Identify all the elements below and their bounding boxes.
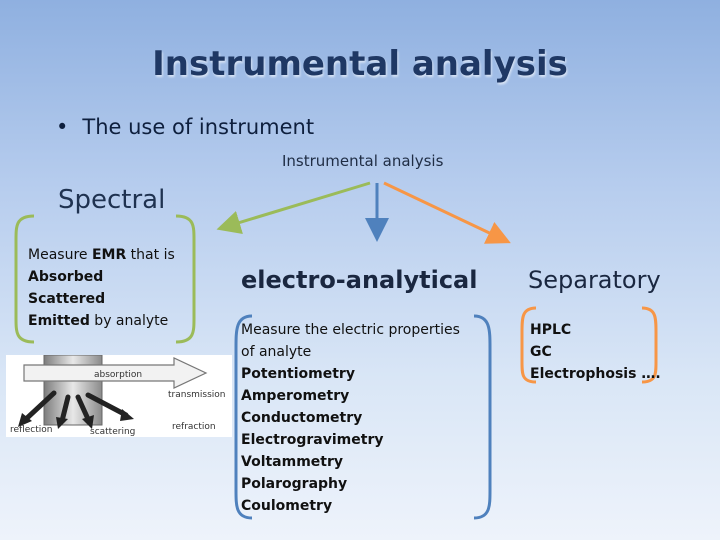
- spectral-line-bold: Scattered: [28, 291, 106, 307]
- reflection-label: reflection: [10, 425, 52, 435]
- transmission-label: transmission: [168, 390, 226, 400]
- separatory-method: GC: [530, 344, 552, 360]
- separatory-bracket-right: [641, 306, 658, 384]
- spectral-line-post: that is: [126, 247, 175, 263]
- root-node-label: Instrumental analysis: [282, 152, 444, 170]
- spectral-line: Absorbed: [28, 266, 175, 288]
- electro-analytical-list: Measure the electric properties of analyt…: [241, 319, 460, 517]
- electro-method: Electrogravimetry: [241, 432, 384, 448]
- electro-method: Polarography: [241, 476, 348, 492]
- spectral-line-bold: EMR: [91, 247, 127, 263]
- electro-method: Amperometry: [241, 388, 350, 404]
- refraction-label: refraction: [172, 422, 216, 432]
- electro-description-line: of analyte: [241, 344, 312, 360]
- light-interaction-illustration: absorption transmission reflection scatt…: [6, 354, 232, 437]
- spectral-bracket: [14, 214, 35, 344]
- electro-description-line: Measure the electric properties: [241, 322, 460, 338]
- spectral-line: Scattered: [28, 288, 175, 310]
- spectral-line: Measure EMR that is: [28, 244, 175, 266]
- absorption-label: absorption: [94, 370, 142, 380]
- electro-bracket-left: [234, 314, 253, 520]
- arrow-to-separatory: [383, 181, 511, 244]
- electro-bracket-right: [473, 314, 492, 520]
- spectral-line-pre: Measure: [28, 247, 92, 263]
- spectral-line-bold: Absorbed: [28, 269, 104, 285]
- spectral-line-bold: Emitted: [28, 313, 90, 329]
- electro-method: Coulometry: [241, 498, 333, 514]
- spectral-line: Emitted by analyte: [28, 310, 175, 332]
- electro-method: Potentiometry: [241, 366, 355, 382]
- spectral-line-post: by analyte: [89, 313, 169, 329]
- electro-method: Voltammetry: [241, 454, 344, 470]
- bullet-dot-icon: •: [56, 115, 69, 139]
- separatory-list: HPLC GC Electrophosis ….: [530, 319, 661, 385]
- spectral-title: Spectral: [58, 185, 166, 215]
- bullet-point: • The use of instrument: [56, 115, 314, 139]
- separatory-title: Separatory: [528, 266, 661, 294]
- electro-method: Conductometry: [241, 410, 363, 426]
- incident-beam-icon: [23, 357, 208, 389]
- separatory-bracket-left: [520, 306, 537, 384]
- separatory-method: HPLC: [530, 322, 572, 338]
- spectral-bracket-right: [175, 214, 196, 344]
- separatory-method: Electrophosis ….: [530, 366, 661, 382]
- arrow-to-spectral: [216, 181, 371, 235]
- bullet-text: The use of instrument: [82, 115, 315, 139]
- scattering-label: scattering: [90, 427, 135, 437]
- electro-analytical-title: electro-analytical: [241, 266, 478, 294]
- slide-title: Instrumental analysis: [152, 44, 568, 84]
